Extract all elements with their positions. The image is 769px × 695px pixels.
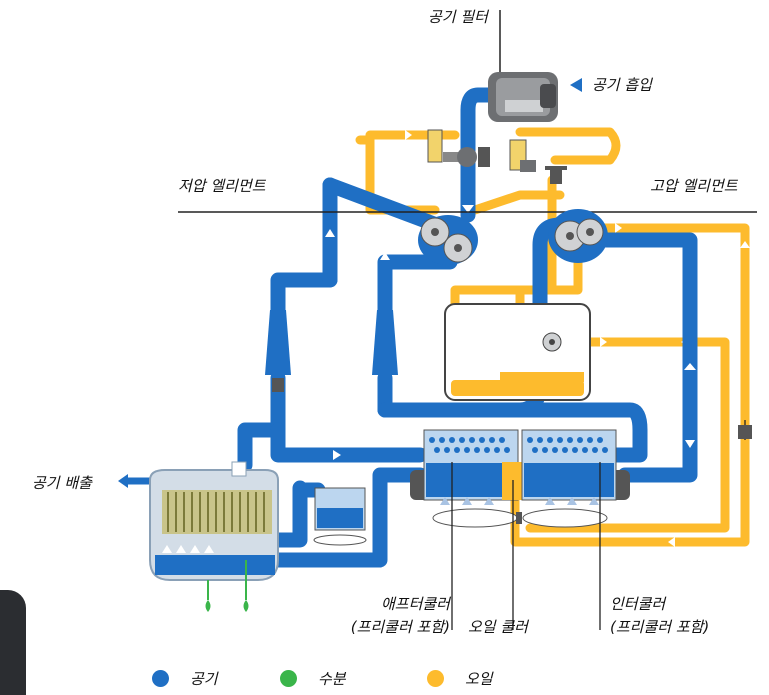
- label-intercooler-note: (프리쿨러 포함): [610, 618, 710, 636]
- label-intercooler: 인터쿨러: [610, 595, 666, 613]
- legend-air-dot: [152, 670, 169, 687]
- small-cooler: [313, 487, 367, 546]
- air-lines: [237, 87, 698, 568]
- label-air-outlet: 공기 배출: [32, 474, 92, 492]
- dark-corner-shape: [0, 590, 26, 695]
- water-separators: [265, 310, 398, 392]
- label-high-pressure-element: 고압 엘리먼트: [650, 177, 738, 195]
- valve-parts: [427, 129, 567, 184]
- legend-air-label: 공기: [190, 670, 218, 688]
- label-aftercooler: 애프터쿨러: [380, 595, 450, 613]
- high-pressure-element: [548, 209, 608, 263]
- legend-water-label: 수분: [318, 670, 346, 688]
- label-aftercooler-note: (프리쿨러 포함): [350, 618, 450, 636]
- low-pressure-element: [418, 215, 478, 265]
- legend-water-dot: [280, 670, 297, 687]
- label-low-pressure-element: 저압 엘리먼트: [178, 177, 266, 195]
- label-air-intake: 공기 흡입: [592, 76, 652, 94]
- label-air-filter: 공기 필터: [428, 8, 488, 26]
- air-filter-unit: [488, 10, 582, 122]
- label-oil-cooler: 오일 쿨러: [468, 618, 528, 636]
- oil-tank: [444, 303, 591, 401]
- legend-oil-dot: [427, 670, 444, 687]
- moisture-separator: [118, 461, 279, 612]
- legend-oil-label: 오일: [465, 670, 493, 688]
- cooler-block: [410, 429, 630, 528]
